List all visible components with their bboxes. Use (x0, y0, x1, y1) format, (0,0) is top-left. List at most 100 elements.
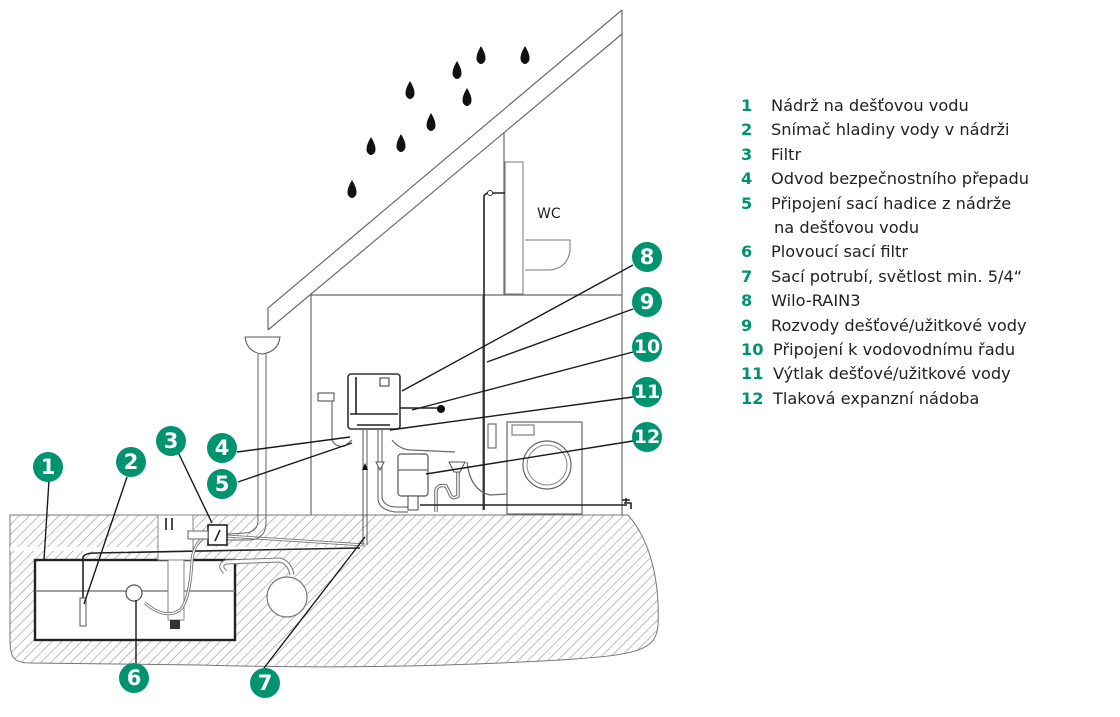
leader-line-10 (411, 351, 634, 411)
callout-number: 5 (215, 472, 230, 496)
callout-3: 3 (156, 426, 186, 456)
level-sensor (79, 597, 87, 627)
legend-item: 3 Filtr (741, 143, 1029, 167)
filter-inlet (187, 530, 209, 540)
callout-badge (632, 422, 662, 452)
sewer-pipe (266, 576, 308, 618)
callout-8: 8 (632, 242, 662, 272)
wilo-rain3-unit (347, 373, 401, 430)
washer-door-inner (526, 444, 568, 486)
rain-drops (347, 46, 530, 198)
callout-2: 2 (116, 447, 146, 477)
legend-number: 6 (741, 242, 753, 262)
callout-number: 12 (634, 426, 660, 448)
pressure-expansion-vessel (397, 453, 429, 497)
tap-icon (622, 498, 632, 509)
rain-drop-icon (347, 180, 357, 198)
leader-line-5 (237, 442, 353, 483)
legend-item: 11 Výtlak dešťové/užitkové vody (741, 362, 1029, 386)
unit-display (379, 377, 390, 387)
wc-valve (487, 190, 493, 196)
rain-drop-icon (396, 134, 406, 152)
leader-line-7 (263, 536, 366, 669)
leader-line-3 (176, 449, 213, 524)
legend-item: 7 Sací potrubí, světlost min. 5/4“ (741, 265, 1029, 289)
leader-line-1 (43, 479, 50, 561)
roof-inner (267, 33, 623, 331)
leader-line-9 (486, 308, 634, 363)
callout-number: 10 (634, 336, 660, 358)
roof-outer (267, 9, 623, 330)
suction-hose-inner (144, 534, 366, 615)
callout-10: 10 (632, 332, 662, 362)
legend-item: 8 Wilo-RAIN3 (741, 289, 1029, 313)
discharge-arrow (375, 461, 385, 472)
callout-number: 2 (124, 450, 139, 474)
legend-item: 2 Snímač hladiny vody v nádrži (741, 118, 1029, 142)
callout-number: 8 (640, 245, 655, 269)
gutter (244, 336, 281, 355)
callout-badge (207, 469, 237, 499)
callout-6: 6 (119, 663, 149, 693)
callout-12: 12 (632, 422, 662, 452)
legend-number: 8 (741, 291, 753, 311)
legend: 1 Nádrž na dešťovou vodu 2 Snímač hladin… (741, 94, 1029, 411)
rain-drop-icon (452, 61, 462, 79)
washer-door (522, 440, 572, 490)
callout-number: 1 (41, 455, 56, 479)
overflow-pipe-inner (220, 558, 294, 576)
legend-number: 1 (741, 96, 753, 115)
legend-number: 7 (741, 266, 753, 286)
callout-badge (250, 668, 280, 698)
level-sensor-cable (82, 547, 361, 600)
downpipe (227, 354, 267, 541)
callout-badge (632, 332, 662, 362)
vessel-hose (391, 439, 456, 453)
rain-drop-icon (520, 46, 530, 64)
fine-filter (487, 423, 497, 449)
legend-item: 9 Rozvody dešťové/užitkové vody (741, 314, 1029, 338)
callout-11: 11 (632, 377, 662, 407)
legend-text: Wilo-RAIN3 (771, 291, 861, 311)
leader-line-11 (389, 396, 634, 431)
callout-badge (207, 433, 237, 463)
callout-badge (156, 426, 186, 456)
wc-bowl (525, 239, 571, 271)
legend-text: Plovoucí sací filtr (771, 242, 909, 262)
wc-label: WC (537, 206, 561, 222)
floating-suction-filter (125, 584, 143, 602)
rain-drop-icon (366, 137, 376, 155)
legend-text: Připojení k vodovodnímu řadu (773, 339, 1016, 359)
leader-line-12 (425, 440, 634, 475)
callout-badge (632, 242, 662, 272)
callout-5: 5 (207, 469, 237, 499)
legend-text: Filtr (771, 144, 802, 164)
washer-panel (511, 424, 535, 436)
legend-item: 6 Plovoucí sací filtr (741, 240, 1029, 264)
callout-badge (116, 447, 146, 477)
callout-1: 1 (33, 452, 63, 482)
mains-valve-knob (437, 405, 445, 413)
callout-badge (33, 452, 63, 482)
suction-arrow (362, 463, 368, 470)
legend-item: 10 Připojení k vodovodnímu řadu (741, 338, 1029, 362)
legend-text: Připojení sací hadice z nádrže (771, 193, 1012, 213)
leader-line-8 (401, 264, 634, 392)
wc-cistern (504, 161, 524, 295)
legend-text: Odvod bezpečnostního přepadu (771, 169, 1030, 189)
callout-badge (632, 287, 662, 317)
legend-number: 12 (741, 388, 764, 408)
legend-number: 4 (741, 169, 753, 189)
suction-riser (362, 430, 368, 545)
rain-drop-icon (476, 46, 486, 64)
legend-text: Sací potrubí, světlost min. 5/4“ (771, 266, 1023, 286)
callout-number: 11 (634, 381, 660, 403)
filter-box-mark (214, 529, 221, 542)
filter-outlet (170, 620, 180, 629)
rain-drop-icon (405, 81, 415, 99)
callout-number: 9 (640, 290, 655, 314)
legend-text: na dešťovou vodu (774, 217, 920, 237)
legend-text: Rozvody dešťové/užitkové vody (771, 315, 1027, 335)
leader-line-4 (236, 436, 351, 453)
